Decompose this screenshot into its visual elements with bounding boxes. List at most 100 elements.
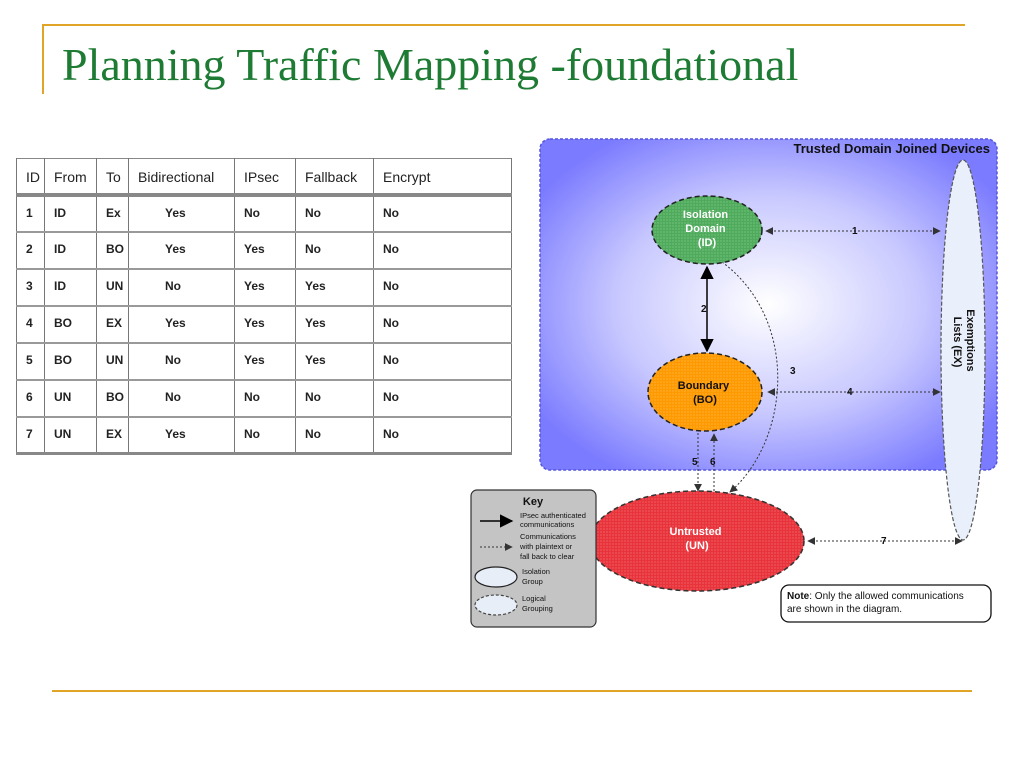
key-isolation-group-symbol [474,566,518,588]
cell-ipsec: Yes [234,231,296,270]
exemptions-line-1: Exemptions [964,309,976,371]
key-plaintext-line-3: fall back to clear [520,552,575,561]
key-title: Key [523,496,544,508]
cell-to: UN [96,342,129,381]
cell-ipsec: Yes [234,268,296,307]
cell-id: 3 [16,268,45,307]
table-row: 4 BO EX Yes Yes Yes No [16,305,512,344]
cell-to: BO [96,379,129,418]
trusted-domain-region [539,138,998,471]
cell-to: BO [96,231,129,270]
isolation-line-3: (ID) [698,237,717,249]
note-frame [780,584,992,623]
untrusted-node [589,490,805,592]
cell-fallback: No [295,416,374,455]
cell-to: EX [96,305,129,344]
note-text: Note: Only the allowed communications ar… [787,591,967,615]
key-logical-grouping-symbol [474,594,518,616]
cell-encrypt: No [373,268,512,307]
boundary-label: Boundary (BO) [678,380,732,406]
flow-7-label: 7 [881,536,887,547]
flow-1-label: 1 [852,226,858,237]
page-title: Planning Traffic Mapping -foundational [62,39,799,90]
header-fallback: Fallback [295,158,374,197]
flow-6-label: 6 [710,457,716,468]
flow-2-label: 2 [701,304,707,315]
note-line-1: : Only the allowed communications [809,591,964,602]
note-bold: Note [787,591,810,602]
cell-from: ID [44,268,97,307]
table-row: 2 ID BO Yes Yes No No [16,231,512,270]
cell-bidirectional: No [128,379,235,418]
cell-from: UN [44,416,97,455]
boundary-line-2: (BO) [693,394,717,406]
header-ipsec: IPsec [234,158,296,197]
cell-bidirectional: Yes [128,231,235,270]
cell-ipsec: No [234,416,296,455]
diagram-key: Key IPsec authenticated communications C… [470,489,597,628]
flow-4-label: 4 [847,387,853,398]
key-isolation-group-label: Isolation Group [522,567,552,586]
header-to: To [96,158,129,197]
table-header-row: ID From To Bidirectional IPsec Fallback … [16,158,512,197]
cell-bidirectional: Yes [128,194,235,233]
table-row: 5 BO UN No Yes Yes No [16,342,512,381]
cell-id: 1 [16,194,45,233]
cell-id: 7 [16,416,45,455]
title-accent-bar [42,24,44,94]
cell-from: BO [44,305,97,344]
untrusted-line-1: Untrusted [669,526,721,538]
exemptions-line-2: Lists (EX) [951,317,963,368]
header-encrypt: Encrypt [373,158,512,197]
note-box: Note: Only the allowed communications ar… [780,584,992,623]
cell-fallback: Yes [295,305,374,344]
cell-ipsec: No [234,379,296,418]
isolation-domain-node [651,195,763,265]
key-logical-line-2: Grouping [522,604,553,613]
cell-from: ID [44,194,97,233]
flow-3-arrow [721,261,779,493]
boundary-line-1: Boundary [678,380,730,392]
cell-id: 5 [16,342,45,381]
cell-bidirectional: Yes [128,305,235,344]
traffic-diagram: Trusted Domain Joined Devices Exemptions… [470,138,998,628]
cell-encrypt: No [373,416,512,455]
footer-accent-line [52,690,972,692]
key-isolation-line-2: Group [522,577,543,586]
key-logical-line-1: Logical [522,594,546,603]
table-row: 6 UN BO No No No No [16,379,512,418]
cell-bidirectional: No [128,268,235,307]
cell-fallback: Yes [295,342,374,381]
cell-encrypt: No [373,231,512,270]
cell-fallback: No [295,379,374,418]
key-plaintext-label: Communications with plaintext or fall ba… [519,532,578,561]
cell-encrypt: No [373,379,512,418]
cell-to: UN [96,268,129,307]
cell-fallback: Yes [295,268,374,307]
isolation-line-1: Isolation [683,209,729,221]
key-ipsec-line-2: communications [520,520,574,529]
key-ipsec-line-1: IPsec authenticated [520,511,586,520]
untrusted-label: Untrusted (UN) [669,526,724,552]
note-line-2: are shown in the diagram. [787,604,902,615]
table-row: 3 ID UN No Yes Yes No [16,268,512,307]
cell-from: UN [44,379,97,418]
header-bidirectional: Bidirectional [128,158,235,197]
exemptions-label: Exemptions Lists (EX) [951,309,976,374]
title-accent-line [42,24,965,26]
key-ipsec-label: IPsec authenticated communications [520,511,588,529]
table-row: 1 ID Ex Yes No No No [16,194,512,233]
cell-encrypt: No [373,305,512,344]
cell-id: 2 [16,231,45,270]
cell-from: ID [44,231,97,270]
cell-id: 6 [16,379,45,418]
flow-5-label: 5 [692,457,698,468]
key-plaintext-line-1: Communications [520,532,576,541]
boundary-node [647,352,763,432]
cell-to: Ex [96,194,129,233]
exemptions-lists-node [940,159,986,541]
cell-fallback: No [295,231,374,270]
cell-bidirectional: Yes [128,416,235,455]
cell-from: BO [44,342,97,381]
traffic-mapping-table: ID From To Bidirectional IPsec Fallback … [16,158,512,455]
